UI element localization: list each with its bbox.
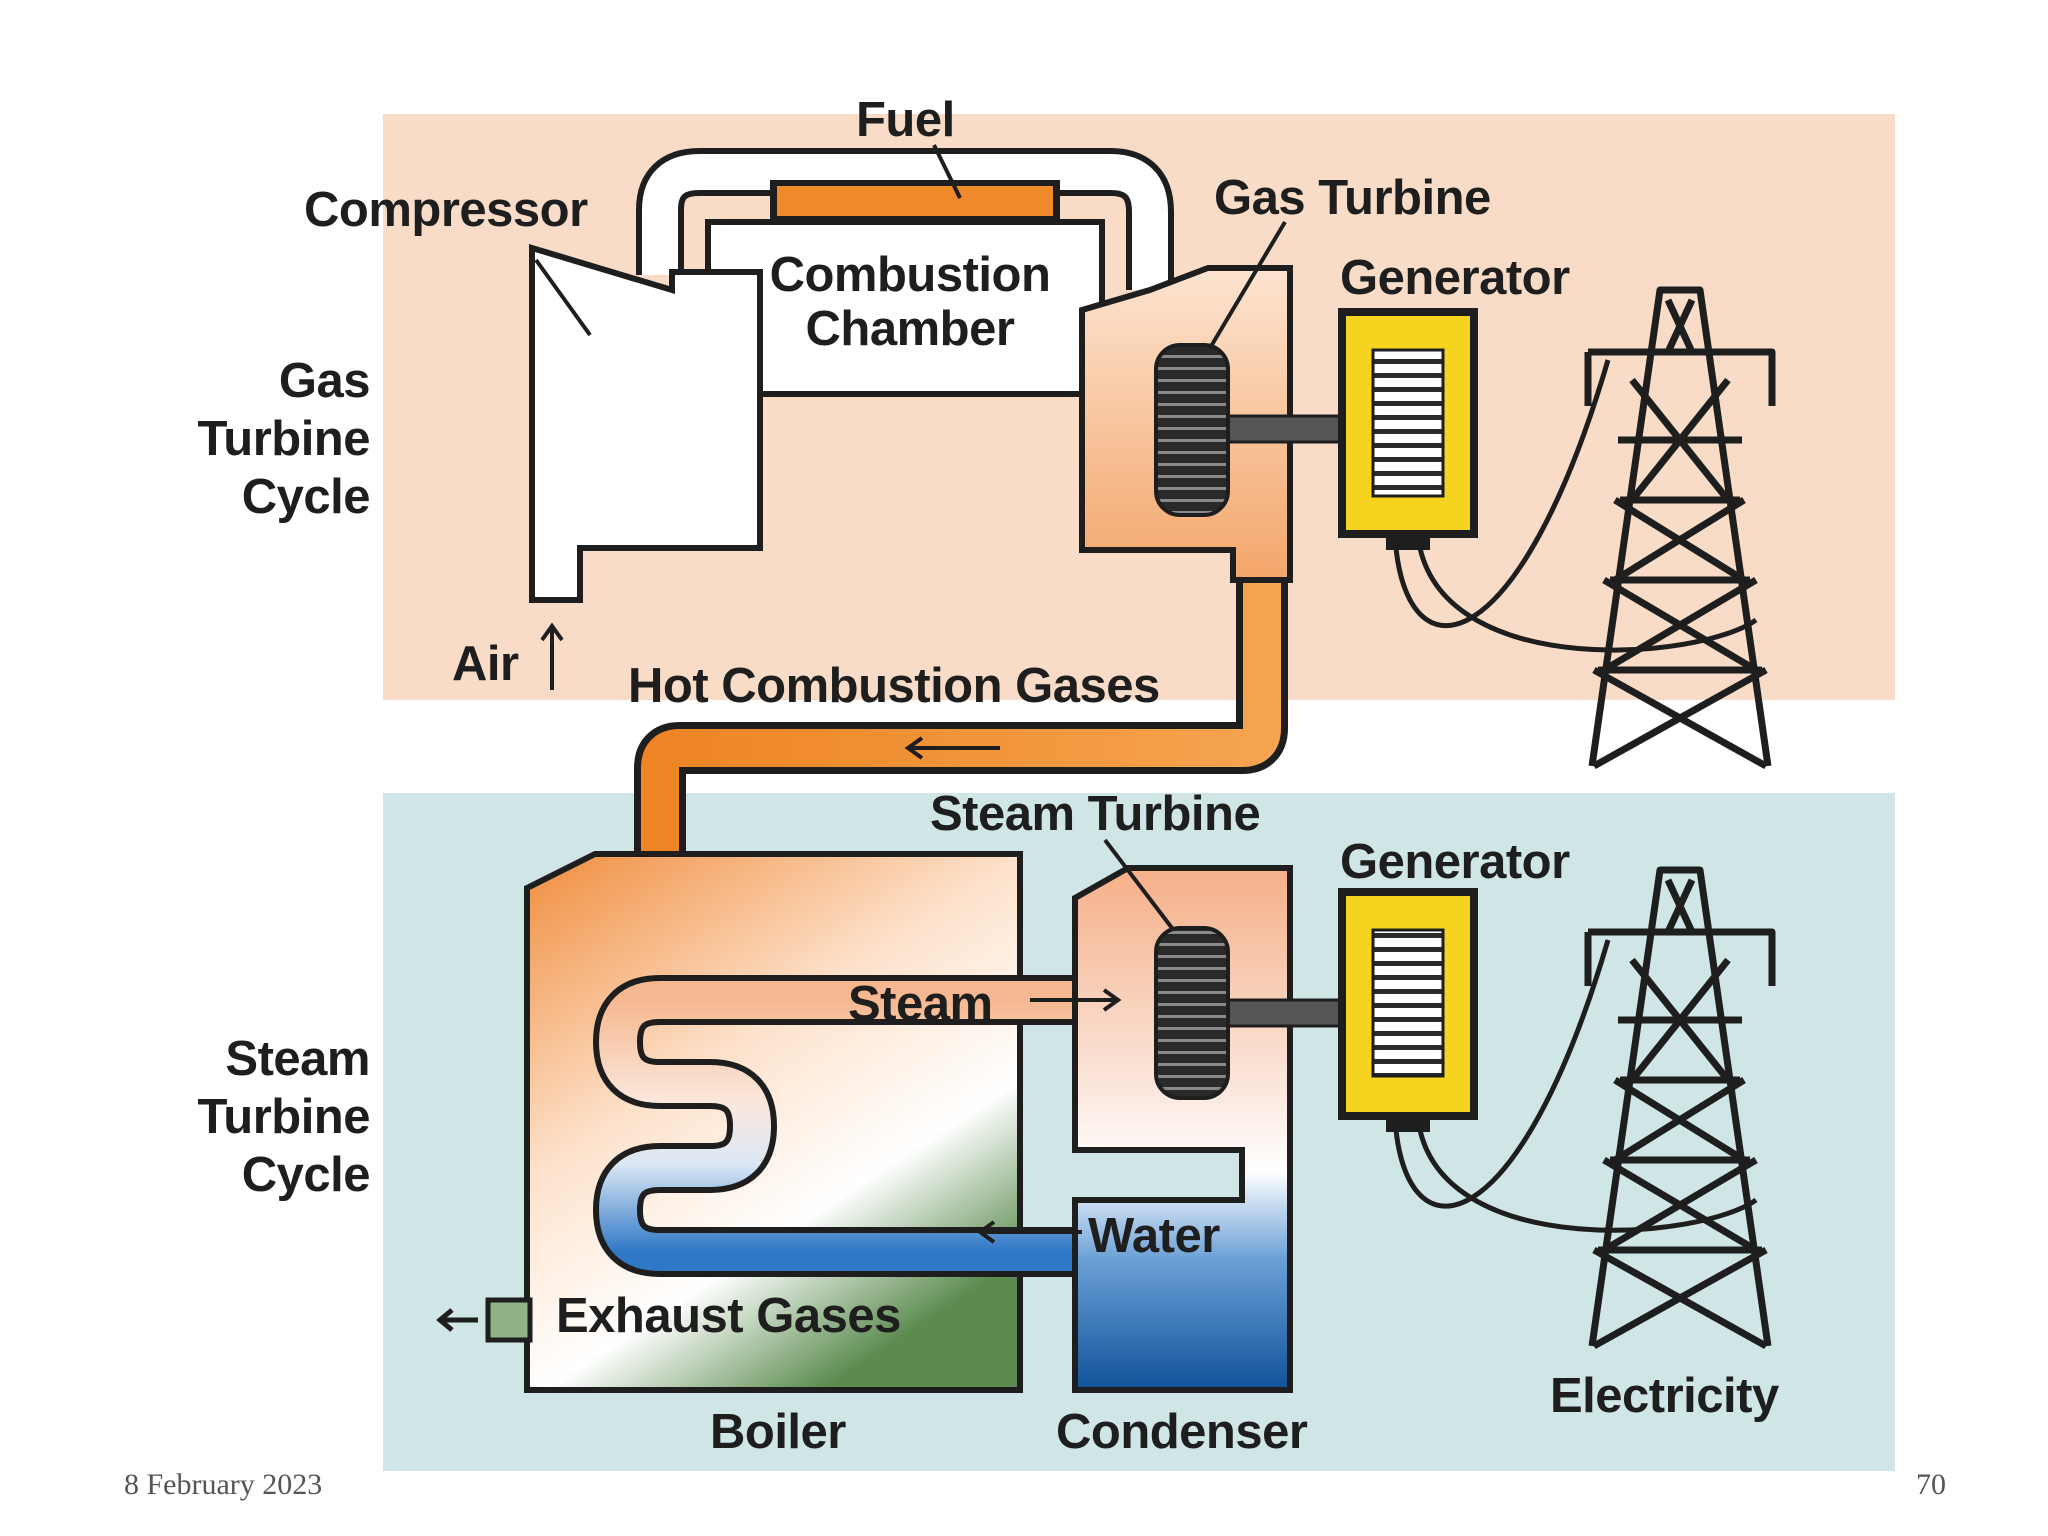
gas-cycle-line-2: Turbine — [197, 412, 370, 466]
condenser-label: Condenser — [1056, 1405, 1308, 1459]
transmission-tower-icon — [1584, 866, 1776, 1350]
steam-cycle-line-2: Turbine — [197, 1090, 370, 1144]
steam-generator-cable-1 — [1393, 939, 1611, 1209]
air-label: Air — [452, 637, 519, 691]
steam-cycle-line-1: Steam — [225, 1032, 370, 1086]
footer-date: 8 February 2023 — [124, 1468, 323, 1501]
hot-combustion-gases-label: Hot Combustion Gases — [628, 659, 1160, 713]
compressor-pointer — [534, 258, 592, 337]
generator-bottom-label: Generator — [1340, 835, 1570, 889]
fuel-label: Fuel — [856, 93, 955, 147]
compressor-label: Compressor — [304, 183, 588, 237]
gas-cycle-line-1: Gas — [278, 354, 371, 408]
combustion-chamber-label: Combustion Chamber — [740, 248, 1080, 356]
turbine-rotor-icon — [1154, 926, 1230, 1100]
steam-turbine-label: Steam Turbine — [930, 787, 1261, 841]
water-arrow — [976, 1220, 1082, 1244]
electricity-label: Electricity — [1550, 1369, 1779, 1423]
page-number: 70 — [1916, 1468, 1946, 1501]
gas-turbine-pointer — [1208, 220, 1287, 350]
steam-turbine-pointer — [1103, 838, 1177, 934]
water-label: Water — [1088, 1209, 1220, 1263]
steam-generator-cable-2 — [1417, 1129, 1758, 1233]
steam-arrow — [1030, 988, 1122, 1012]
transmission-tower-icon — [1584, 286, 1776, 770]
gas-generator-cable-2 — [1417, 547, 1758, 653]
gas-turbine-cycle-label: Gas Turbine Cycle — [150, 352, 370, 526]
combustion-chamber-line-1: Combustion — [769, 248, 1051, 302]
steam-turbine-cycle-label: Steam Turbine Cycle — [150, 1030, 370, 1204]
boiler-label: Boiler — [710, 1405, 846, 1459]
turbine-rotor-icon — [1154, 343, 1230, 517]
generator-top-label: Generator — [1340, 251, 1570, 305]
hot-gas-arrow — [904, 736, 1000, 760]
exhaust-outlet — [485, 1297, 533, 1343]
compressor-body — [529, 243, 763, 603]
air-arrow — [540, 622, 564, 690]
gas-cycle-line-3: Cycle — [241, 470, 371, 524]
fuel-pointer — [932, 144, 962, 199]
exhaust-arrow — [436, 1308, 478, 1332]
gas-turbine-label: Gas Turbine — [1214, 171, 1491, 225]
exhaust-gases-label: Exhaust Gases — [556, 1289, 901, 1343]
steam-label: Steam — [848, 977, 993, 1031]
combustion-chamber-line-2: Chamber — [805, 302, 1015, 356]
steam-cycle-line-3: Cycle — [241, 1148, 371, 1202]
